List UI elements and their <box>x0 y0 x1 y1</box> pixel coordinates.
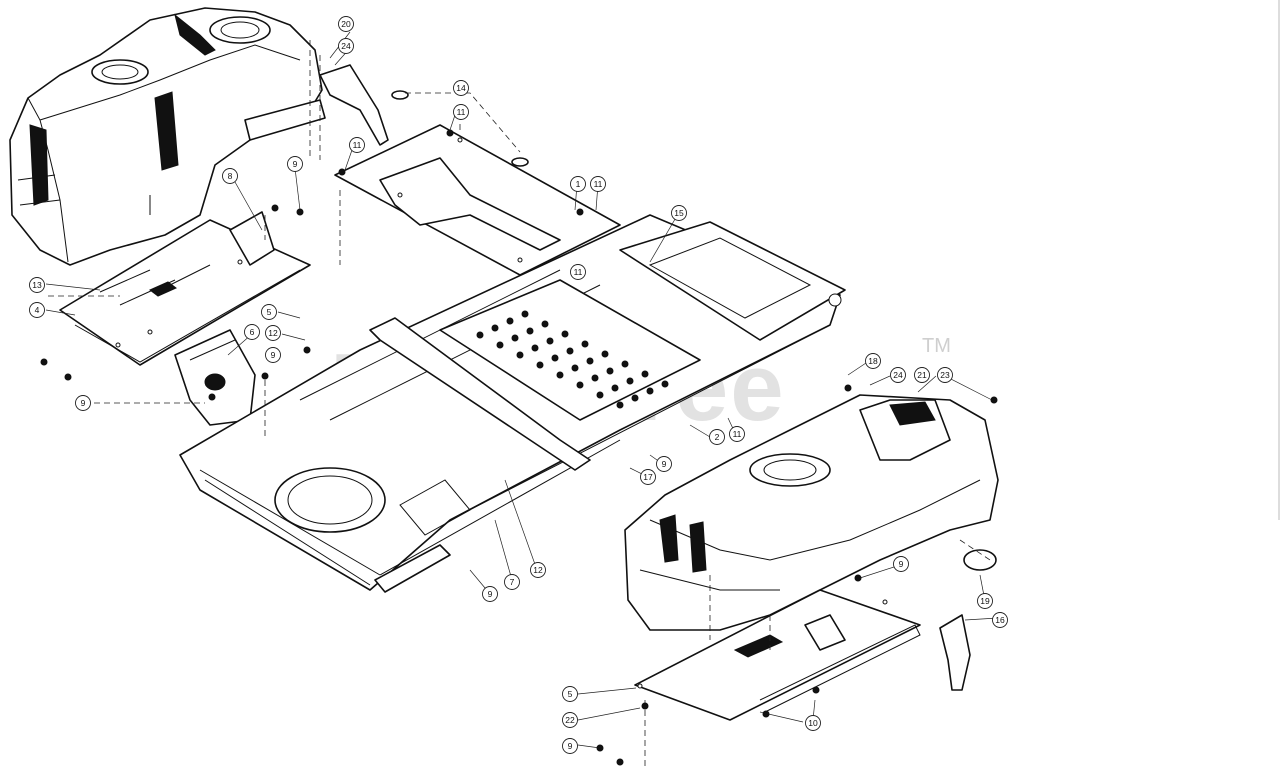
svg-text:11: 11 <box>353 140 362 150</box>
svg-text:9: 9 <box>293 159 298 169</box>
callout-8: 8 <box>222 168 238 184</box>
svg-text:11: 11 <box>457 107 466 117</box>
fasteners <box>40 129 998 766</box>
callout-21: 21 <box>914 367 930 383</box>
side-bracket <box>939 614 971 691</box>
svg-text:22: 22 <box>565 715 575 725</box>
svg-text:21: 21 <box>917 370 927 380</box>
svg-text:9: 9 <box>271 350 276 360</box>
callout-19: 19 <box>977 593 993 609</box>
svg-text:5: 5 <box>568 689 573 699</box>
callout-18: 18 <box>865 353 881 369</box>
callout-11: 11 <box>349 137 365 153</box>
callout-11: 11 <box>453 104 469 120</box>
svg-text:17: 17 <box>643 472 653 482</box>
callout-15: 15 <box>671 205 687 221</box>
front-fender-body <box>624 394 999 631</box>
perforated-deck-area <box>439 279 701 421</box>
svg-text:18: 18 <box>868 356 878 366</box>
callout-11: 11 <box>590 176 606 192</box>
svg-text:6: 6 <box>250 327 255 337</box>
callout-9: 9 <box>482 586 498 602</box>
svg-text:12: 12 <box>533 565 543 575</box>
callout-5: 5 <box>562 686 578 702</box>
callout-1: 1 <box>570 176 586 192</box>
main-chassis-frame <box>179 214 846 593</box>
left-side-bracket <box>174 329 256 426</box>
svg-text:9: 9 <box>568 741 573 751</box>
callout-4: 4 <box>29 302 45 318</box>
callout-9: 9 <box>656 456 672 472</box>
svg-text:9: 9 <box>81 398 86 408</box>
callout-22: 22 <box>562 712 578 728</box>
svg-text:4: 4 <box>35 305 40 315</box>
right-floor-plate <box>634 589 921 721</box>
callout-12: 12 <box>530 562 546 578</box>
svg-text:10: 10 <box>808 718 818 728</box>
callout-6: 6 <box>244 324 260 340</box>
svg-text:5: 5 <box>267 307 272 317</box>
callout-11: 11 <box>570 264 586 280</box>
callout-9: 9 <box>265 347 281 363</box>
callout-14: 14 <box>453 80 469 96</box>
svg-text:24: 24 <box>893 370 903 380</box>
svg-text:16: 16 <box>995 615 1005 625</box>
svg-text:9: 9 <box>488 589 493 599</box>
callout-17: 17 <box>640 469 656 485</box>
callout-16: 16 <box>992 612 1008 628</box>
callout-12: 12 <box>265 325 281 341</box>
svg-text:14: 14 <box>456 83 466 93</box>
svg-text:19: 19 <box>980 596 990 606</box>
rear-fender-body <box>9 7 389 266</box>
svg-text:24: 24 <box>341 41 351 51</box>
leader-lines <box>45 31 999 769</box>
callout-23: 23 <box>937 367 953 383</box>
svg-text:2: 2 <box>715 432 720 442</box>
svg-text:11: 11 <box>733 429 742 439</box>
callout-20: 20 <box>338 16 354 32</box>
callout-11: 11 <box>729 426 745 442</box>
svg-text:20: 20 <box>341 19 351 29</box>
svg-text:9: 9 <box>662 459 667 469</box>
svg-text:15: 15 <box>674 208 684 218</box>
callout-2: 2 <box>709 429 725 445</box>
callout-9: 9 <box>75 395 91 411</box>
callout-10: 10 <box>805 715 821 731</box>
svg-text:9: 9 <box>899 559 904 569</box>
watermark-trademark: TM <box>922 335 951 357</box>
svg-text:7: 7 <box>510 577 515 587</box>
svg-text:23: 23 <box>940 370 950 380</box>
seat-mount-plate <box>334 90 621 276</box>
svg-text:8: 8 <box>228 171 233 181</box>
callout-9: 9 <box>562 738 578 754</box>
callout-24: 24 <box>338 38 354 54</box>
callout-9: 9 <box>893 556 909 572</box>
svg-text:1: 1 <box>576 179 581 189</box>
callout-13: 13 <box>29 277 45 293</box>
right-edge-line <box>1278 0 1280 520</box>
svg-text:12: 12 <box>268 328 278 338</box>
callout-24: 24 <box>890 367 906 383</box>
callout-7: 7 <box>504 574 520 590</box>
callout-5: 5 <box>261 304 277 320</box>
svg-text:13: 13 <box>32 280 42 290</box>
svg-text:11: 11 <box>574 267 583 277</box>
callout-9: 9 <box>287 156 303 172</box>
svg-text:11: 11 <box>594 179 603 189</box>
left-floor-plate <box>59 211 311 366</box>
